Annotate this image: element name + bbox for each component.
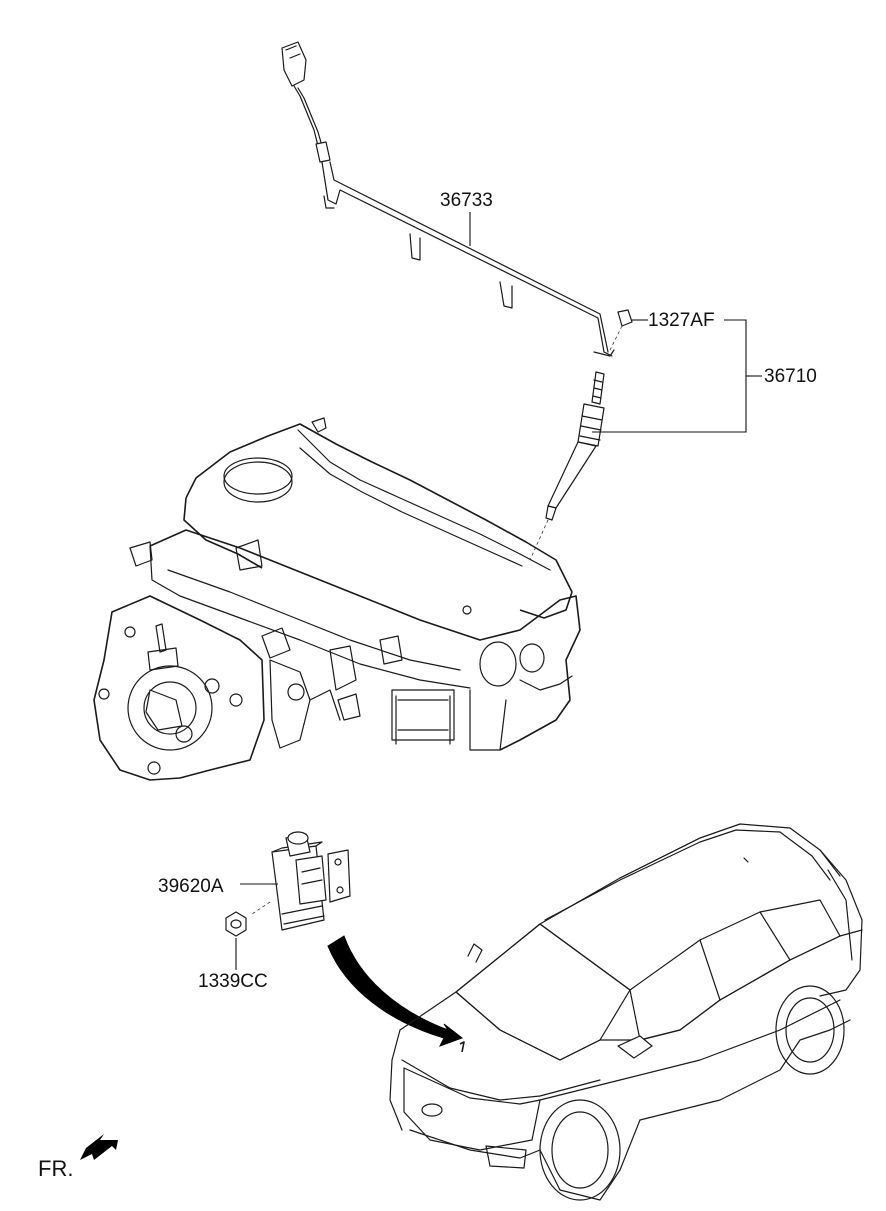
engine-assembly [93,417,581,781]
label-controller: 39620A [158,876,224,897]
location-arrow [327,935,464,1047]
leader-lines-lower [235,883,278,970]
label-harness: 36733 [440,190,493,211]
bolt-1327af [609,309,633,351]
leader-lines-upper [469,212,762,433]
nut-1339cc [225,911,247,937]
glow-plug-controller [251,831,351,931]
front-indicator-label: FR. [38,1156,74,1181]
front-arrow-icon [80,1134,118,1160]
glow-plug [529,371,605,561]
label-glow-plug-assy: 36710 [764,366,817,387]
glow-plug-harness [281,41,615,357]
label-nut: 1339CC [198,971,268,992]
label-bolt: 1327AF [648,310,715,331]
vehicle-outline [389,823,863,1201]
